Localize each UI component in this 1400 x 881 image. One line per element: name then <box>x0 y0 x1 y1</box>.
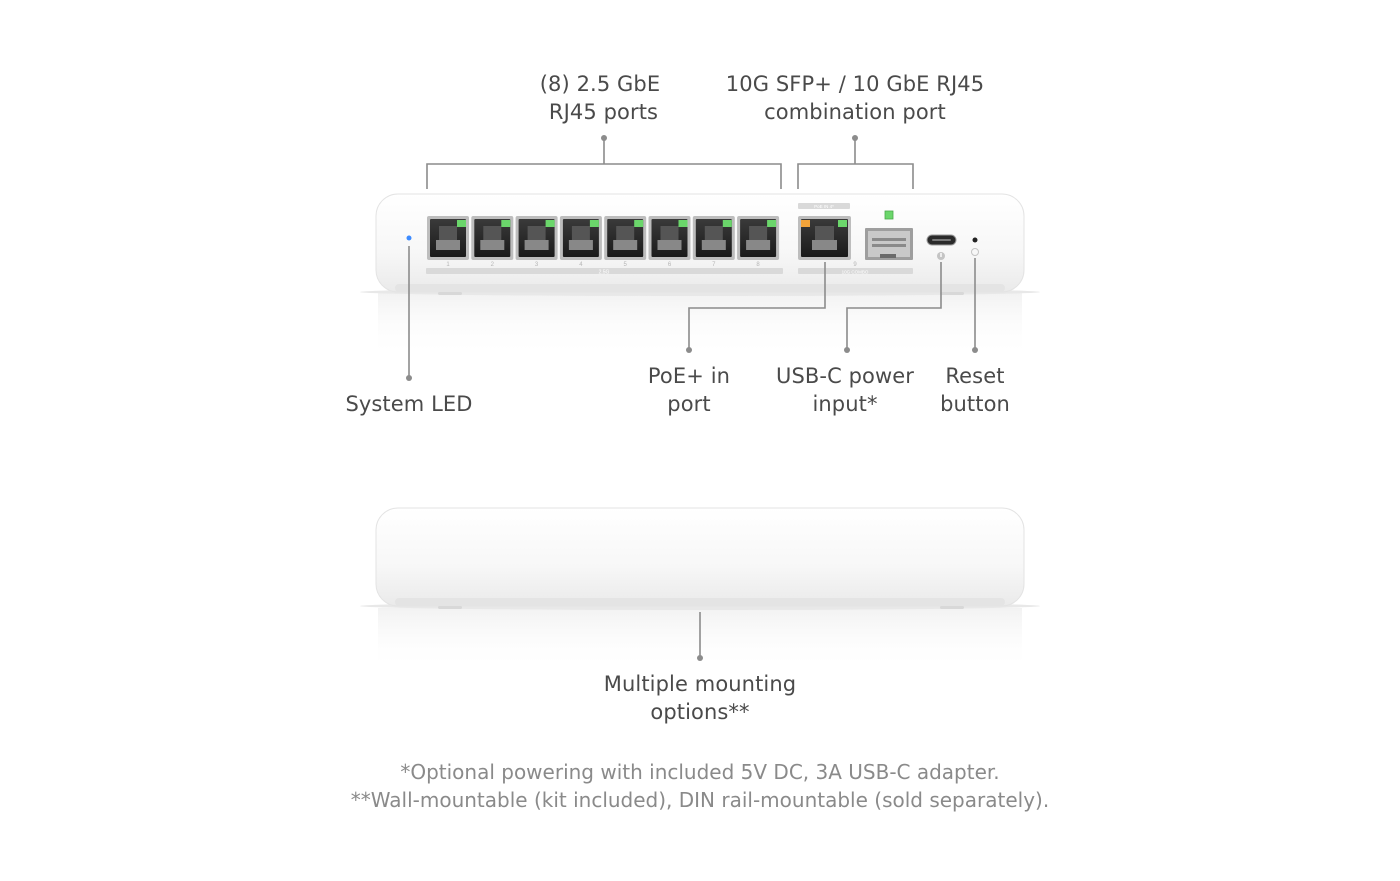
port-link-led <box>722 220 732 227</box>
leader-combo-bracket <box>797 138 914 189</box>
port-link-led <box>545 220 555 227</box>
rj45-port: 2 <box>471 216 514 268</box>
poe-in-port <box>798 216 851 260</box>
leader-lines <box>408 138 976 658</box>
port-number: 6 <box>668 262 672 268</box>
poe-led-green <box>838 220 847 227</box>
port-number: 3 <box>535 262 539 268</box>
port-link-led <box>457 220 466 227</box>
rj45-ports-2-5gbe: 1 2 3 4 5 6 7 8 <box>427 216 780 268</box>
system-led <box>406 235 412 241</box>
reset-pinhole <box>972 237 978 243</box>
callout-usb-c-power-line1: USB-C power <box>775 364 915 388</box>
poe-led-orange <box>801 220 810 227</box>
rj45-port: 4 <box>559 216 602 268</box>
speed-strip-label: 2.5G <box>599 270 610 276</box>
leader-usb-c <box>846 262 942 350</box>
leader-ports-bracket <box>426 138 782 189</box>
callout-system-led-line1: System LED <box>345 392 473 416</box>
callout-reset-button: Reset button <box>925 362 1025 418</box>
switch-foot-right <box>940 292 964 295</box>
footnote-mounting: **Wall-mountable (kit included), DIN rai… <box>350 788 1050 812</box>
callout-usb-c-power: USB-C power input* <box>765 362 925 418</box>
rj45-port: 5 <box>604 216 647 268</box>
callout-mounting-options: Multiple mounting options** <box>590 670 810 726</box>
port-link-led <box>634 220 644 227</box>
callout-reset-button-line1: Reset <box>945 364 1005 388</box>
rj45-port: 1 <box>427 216 469 268</box>
leader-poe-in <box>688 262 826 350</box>
port-link-led <box>678 220 688 227</box>
port-number: 5 <box>624 262 628 268</box>
callout-combo-port: 10G SFP+ / 10 GbE RJ45 combination port <box>700 70 1010 126</box>
port-number: 8 <box>756 262 760 268</box>
callout-mounting-options-line2: options** <box>650 700 750 724</box>
poe-strip <box>798 203 850 209</box>
callout-mounting-options-line1: Multiple mounting <box>603 672 797 696</box>
callout-combo-port-line1: 10G SFP+ / 10 GbE RJ45 <box>725 72 985 96</box>
port-number: 1 <box>446 262 450 268</box>
footnotes: *Optional powering with included 5V DC, … <box>0 758 1400 814</box>
port-link-led <box>501 220 511 227</box>
sfp-led <box>884 210 894 220</box>
port-number: 7 <box>712 262 716 268</box>
port-number: 4 <box>579 262 583 268</box>
switch-bottom-lip <box>395 284 1005 292</box>
poe-strip-label: PoE IN 4* <box>814 204 834 209</box>
rear-foot-right <box>940 606 964 609</box>
sfp-plus-cage <box>865 228 913 260</box>
reset-icon <box>971 248 979 256</box>
port-number: 2 <box>491 262 495 268</box>
port-link-led <box>767 220 777 227</box>
switch-front-view: 2.5G 1 2 3 4 5 6 7 8 PoE IN 4* 9 <box>360 193 1040 358</box>
combo-strip-label: 10G COMBO <box>842 270 869 275</box>
rj45-port: 3 <box>515 216 558 268</box>
callout-2-5gbe-ports-line1: (8) 2.5 GbE <box>539 72 661 96</box>
rear-bottom-lip <box>395 598 1005 606</box>
rj45-port: 8 <box>737 216 780 268</box>
speed-strip <box>426 268 783 274</box>
rj45-port: 7 <box>692 216 735 268</box>
callout-poe-in-port: PoE+ in port <box>629 362 749 418</box>
front-reflection <box>378 293 1022 358</box>
rj45-port: 6 <box>648 216 691 268</box>
callout-system-led: System LED <box>329 390 489 418</box>
callout-usb-c-power-line2: input* <box>812 392 878 416</box>
rear-body <box>375 507 1025 607</box>
combo-strip <box>798 268 913 274</box>
callout-poe-in-port-line1: PoE+ in <box>647 364 731 388</box>
port-link-led <box>589 220 599 227</box>
callout-2-5gbe-ports-line2: RJ45 ports <box>548 100 659 124</box>
port-number-9: 9 <box>853 262 857 268</box>
footnote-usb-c-adapter: *Optional powering with included 5V DC, … <box>400 760 1000 784</box>
leader-dots <box>406 135 978 661</box>
callout-2-5gbe-ports: (8) 2.5 GbE RJ45 ports <box>500 70 700 126</box>
switch-foot-left <box>438 292 462 295</box>
callout-poe-in-port-line2: port <box>667 392 711 416</box>
callout-combo-port-line2: combination port <box>764 100 946 124</box>
rear-foot-left <box>438 606 462 609</box>
callout-reset-button-line2: button <box>940 392 1010 416</box>
